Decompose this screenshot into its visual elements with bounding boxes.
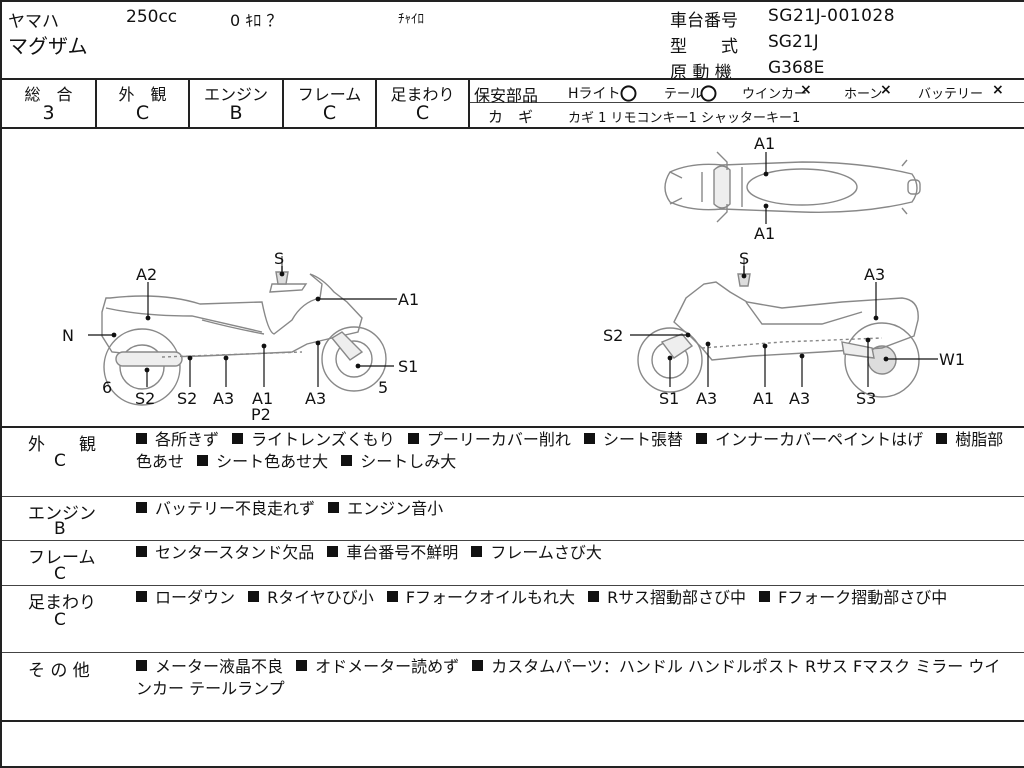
safety-battery: バッテリー bbox=[918, 87, 984, 102]
grade-frame-label: フレーム bbox=[297, 85, 362, 104]
frame-no: SG21J-001028 bbox=[768, 6, 896, 26]
leader-lines-left bbox=[88, 266, 397, 387]
section-frame-items: センタースタンド欠品 車台番号不鮮明 フレームさび大 bbox=[136, 542, 1016, 564]
section-engine-grade: B bbox=[54, 519, 66, 539]
frame-no-label: 車台番号 bbox=[670, 11, 738, 31]
divider bbox=[2, 652, 1024, 653]
damage-diagram: S A2 A1 N S1 6 5 S2 S2 A3 A1 P2 A3 A1 A1… bbox=[62, 134, 965, 424]
grade-engine-value: B bbox=[229, 102, 243, 124]
grade-suspension-label: 足まわり bbox=[390, 85, 455, 104]
section-frame-grade: C bbox=[54, 564, 66, 584]
divider bbox=[95, 78, 97, 128]
section-suspension-items: ローダウン Rタイヤひび小 Fフォークオイルもれ大 Rサス摺動部さび中 Fフォー… bbox=[136, 587, 1016, 609]
type-value: SG21J bbox=[768, 32, 819, 52]
grade-total-value: 3 bbox=[42, 102, 55, 124]
grade-frame-value: C bbox=[322, 102, 337, 124]
divider bbox=[2, 585, 1024, 586]
label-A3: A3 bbox=[789, 389, 810, 408]
scooter-left-view bbox=[101, 256, 387, 406]
winker-ng-mark: × bbox=[800, 82, 812, 98]
label-A3: A3 bbox=[696, 389, 717, 408]
key-label: カ ギ bbox=[488, 108, 534, 126]
label-S2: S2 bbox=[177, 389, 197, 408]
label-6: 6 bbox=[102, 378, 112, 397]
diagram-labels-top: A1 A1 bbox=[754, 134, 775, 243]
section-suspension-label: 足まわり bbox=[28, 593, 96, 613]
safety-horn: ホーン bbox=[844, 87, 883, 102]
divider bbox=[2, 540, 1024, 541]
label-A3: A3 bbox=[305, 389, 326, 408]
label-S1: S1 bbox=[659, 389, 679, 408]
grade-suspension-value: C bbox=[415, 102, 430, 124]
grade-exterior-label: 外 観 bbox=[118, 85, 167, 104]
maker: ヤマハ bbox=[8, 12, 59, 32]
engine-value: G368E bbox=[768, 58, 825, 78]
section-suspension-grade: C bbox=[54, 610, 66, 630]
divider bbox=[2, 127, 1024, 129]
key-list: カギ 1 リモコンキー1 シャッターキー1 bbox=[568, 111, 801, 126]
diagram-labels-left: S A2 A1 N S1 6 5 S2 S2 A3 A1 P2 A3 bbox=[62, 249, 419, 424]
grade-engine-label: エンジン bbox=[203, 85, 268, 104]
label-5: 5 bbox=[378, 378, 388, 397]
tail-ok-mark: 〇 bbox=[700, 85, 717, 105]
divider bbox=[468, 78, 470, 128]
divider bbox=[375, 78, 377, 128]
mileage: 0 ｷﾛ ？ bbox=[230, 11, 283, 30]
grade-exterior-value: C bbox=[135, 102, 150, 124]
divider bbox=[2, 426, 1024, 428]
model-name: マグザム bbox=[8, 34, 88, 58]
safety-headlight: Hライト bbox=[568, 86, 621, 102]
horn-ng-mark: × bbox=[880, 82, 892, 98]
safety-label: 保安部品 bbox=[474, 86, 539, 105]
section-exterior-grade: C bbox=[54, 451, 66, 471]
section-exterior-label: 外 観 bbox=[28, 435, 96, 455]
label-P2: P2 bbox=[251, 405, 271, 424]
label-S1: S1 bbox=[398, 357, 418, 376]
label-A3: A3 bbox=[213, 389, 234, 408]
section-exterior-items: 各所きず ライトレンズくもり プーリーカバー削れ シート張替 インナーカバーペイ… bbox=[136, 430, 1004, 471]
label-W1: W1 bbox=[939, 350, 965, 369]
label-S: S bbox=[274, 249, 284, 268]
label-A1: A1 bbox=[754, 134, 775, 153]
scooter-right-view bbox=[637, 258, 920, 398]
section-other-label: そ の 他 bbox=[28, 661, 90, 681]
color: ﾁｬｲﾛ bbox=[398, 12, 424, 27]
section-other-items: メーター液晶不良 オドメーター読めず カスタムパーツ：ハンドル ハンドルポスト … bbox=[136, 657, 1001, 698]
label-S2: S2 bbox=[135, 389, 155, 408]
label-A2: A2 bbox=[136, 265, 157, 284]
divider bbox=[188, 78, 190, 128]
headlight-ok-mark: 〇 bbox=[620, 85, 637, 105]
leader-lines-right bbox=[630, 266, 938, 387]
scooter-top-view bbox=[664, 151, 921, 223]
grade-total-label: 総 合 bbox=[24, 85, 73, 104]
label-A1: A1 bbox=[252, 389, 273, 408]
label-A1: A1 bbox=[753, 389, 774, 408]
divider bbox=[2, 496, 1024, 497]
safety-tail: テール bbox=[664, 87, 704, 102]
label-N: N bbox=[62, 326, 74, 345]
label-A1: A1 bbox=[398, 290, 419, 309]
battery-ng-mark: × bbox=[992, 82, 1004, 98]
label-S: S bbox=[739, 249, 749, 268]
diagram-labels-right: S A3 S2 W1 S1 A3 A1 A3 S3 bbox=[603, 249, 965, 408]
section-engine-items: バッテリー不良走れず エンジン音小 bbox=[136, 498, 1016, 520]
section-frame-label: フレーム bbox=[28, 548, 96, 568]
label-S2: S2 bbox=[603, 326, 623, 345]
divider bbox=[282, 78, 284, 128]
divider bbox=[470, 102, 1024, 103]
safety-winker: ウインカー bbox=[742, 87, 808, 102]
displacement: 250cc bbox=[126, 7, 178, 27]
divider bbox=[2, 78, 1024, 80]
label-A1: A1 bbox=[754, 224, 775, 243]
section-engine-label: エンジン bbox=[28, 504, 96, 524]
divider bbox=[2, 720, 1024, 722]
label-A3: A3 bbox=[864, 265, 885, 284]
label-S3: S3 bbox=[856, 389, 876, 408]
type-label: 型 式 bbox=[670, 37, 738, 57]
